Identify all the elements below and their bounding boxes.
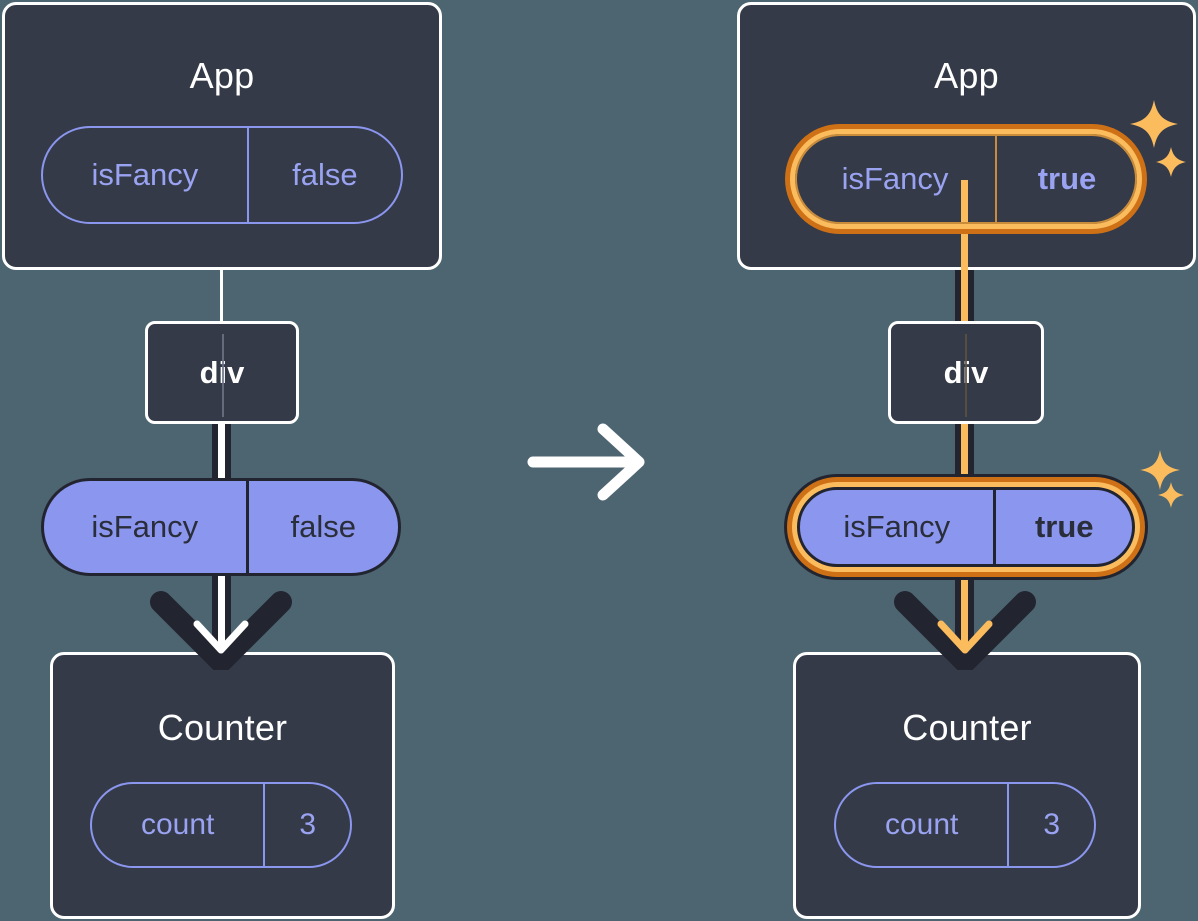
- props-pill-value-right: true: [993, 490, 1132, 564]
- app-state-pill-key-left: isFancy: [91, 157, 199, 192]
- sparkle-small-icon-props-right: [1158, 482, 1184, 508]
- connector-through-div-left: [222, 334, 224, 417]
- connector-app-to-div-right-core: [961, 180, 968, 325]
- div-element-box-right: div: [888, 321, 1044, 424]
- div-element-box-left: div: [145, 321, 299, 424]
- props-pill-key-right: isFancy: [843, 509, 951, 544]
- arrow-into-counter-left: [150, 591, 292, 670]
- app-state-pill-right[interactable]: isFancy true: [795, 134, 1137, 224]
- counter-title-left: Counter: [157, 707, 288, 748]
- connector-through-div-right: [965, 334, 967, 417]
- props-pill-left[interactable]: isFancy false: [41, 478, 401, 576]
- connector-app-to-div-left: [220, 268, 223, 324]
- sparkle-small-icon-app-right: [1156, 147, 1186, 177]
- app-title-right: App: [934, 55, 999, 96]
- app-state-pill-value-left: false: [246, 128, 401, 222]
- counter-state-pill-right[interactable]: count 3: [834, 782, 1096, 868]
- app-state-pill-left[interactable]: isFancy false: [41, 126, 403, 224]
- counter-state-pill-value-left: 3: [263, 784, 350, 866]
- arrow-into-counter-right: [894, 591, 1036, 670]
- transition-arrow-right-icon: [527, 423, 645, 501]
- app-title-left: App: [189, 55, 255, 96]
- sparkle-large-icon-props-right: [1140, 450, 1180, 490]
- props-pill-right[interactable]: isFancy true: [797, 487, 1135, 567]
- counter-title-right: Counter: [902, 707, 1032, 748]
- counter-state-pill-value-right: 3: [1007, 784, 1094, 866]
- sparkle-large-icon-app-right: [1130, 100, 1178, 148]
- div-label-left: div: [199, 354, 245, 390]
- props-pill-key-left: isFancy: [91, 509, 199, 544]
- counter-state-pill-left[interactable]: count 3: [90, 782, 352, 868]
- props-pill-value-left: false: [245, 481, 398, 573]
- counter-state-pill-key-left: count: [140, 808, 215, 841]
- app-state-pill-key-right: isFancy: [841, 161, 949, 196]
- counter-state-pill-key-right: count: [884, 808, 959, 841]
- app-state-pill-value-right: true: [995, 134, 1137, 224]
